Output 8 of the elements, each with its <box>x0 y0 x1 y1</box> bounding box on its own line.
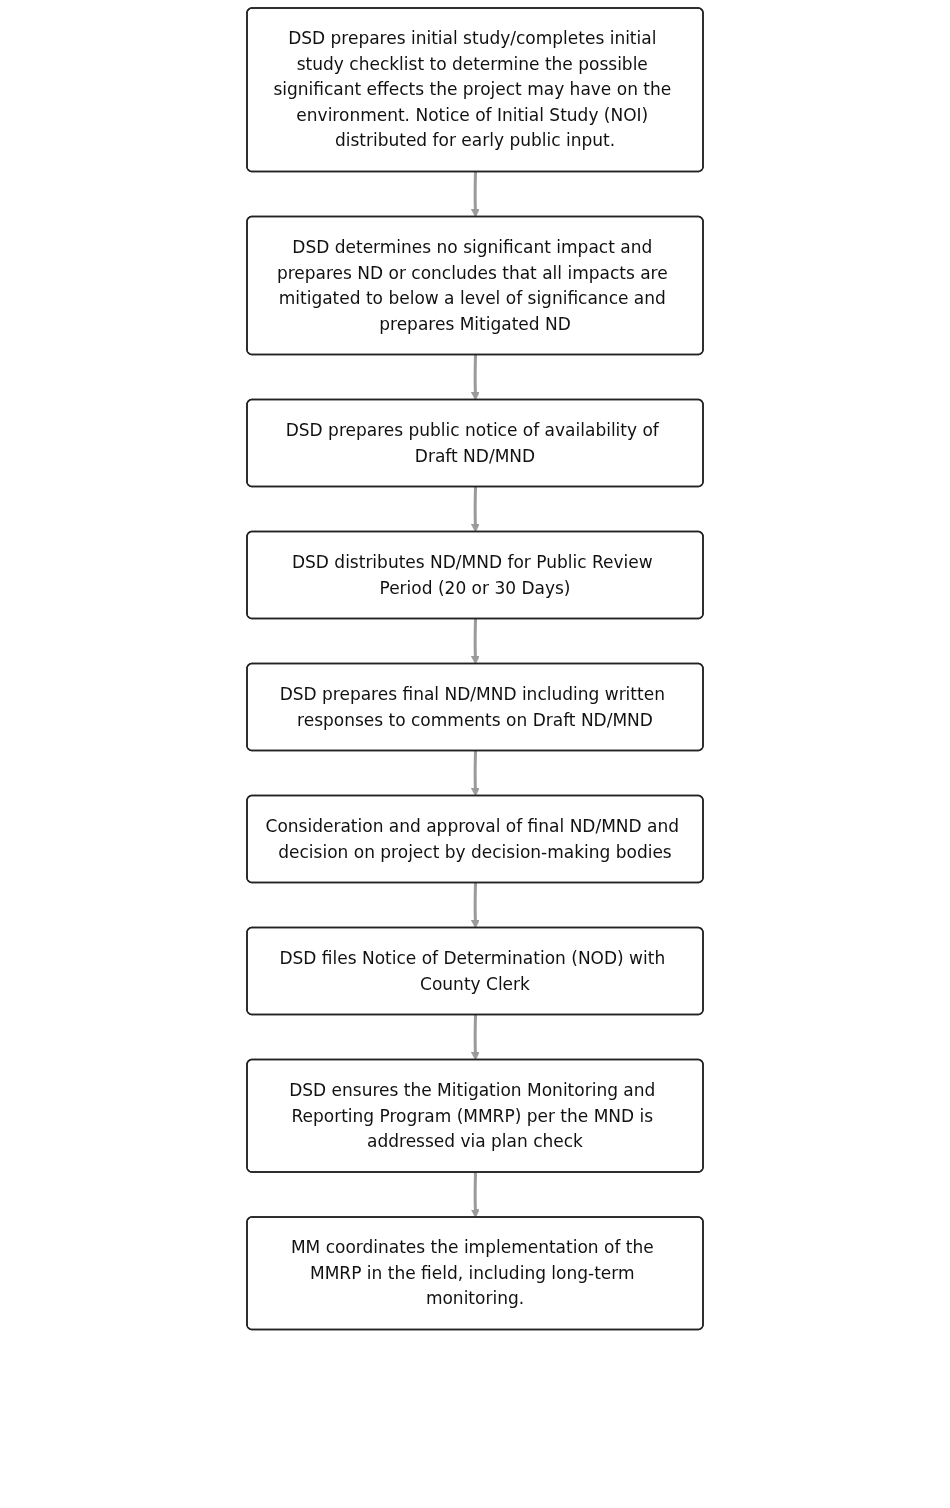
arrow <box>470 882 480 929</box>
arrow <box>470 486 480 533</box>
arrow <box>470 1172 480 1218</box>
arrow <box>470 750 480 797</box>
arrow <box>470 171 480 218</box>
arrow <box>470 618 480 665</box>
arrow <box>470 354 480 401</box>
arrow <box>470 1014 480 1061</box>
